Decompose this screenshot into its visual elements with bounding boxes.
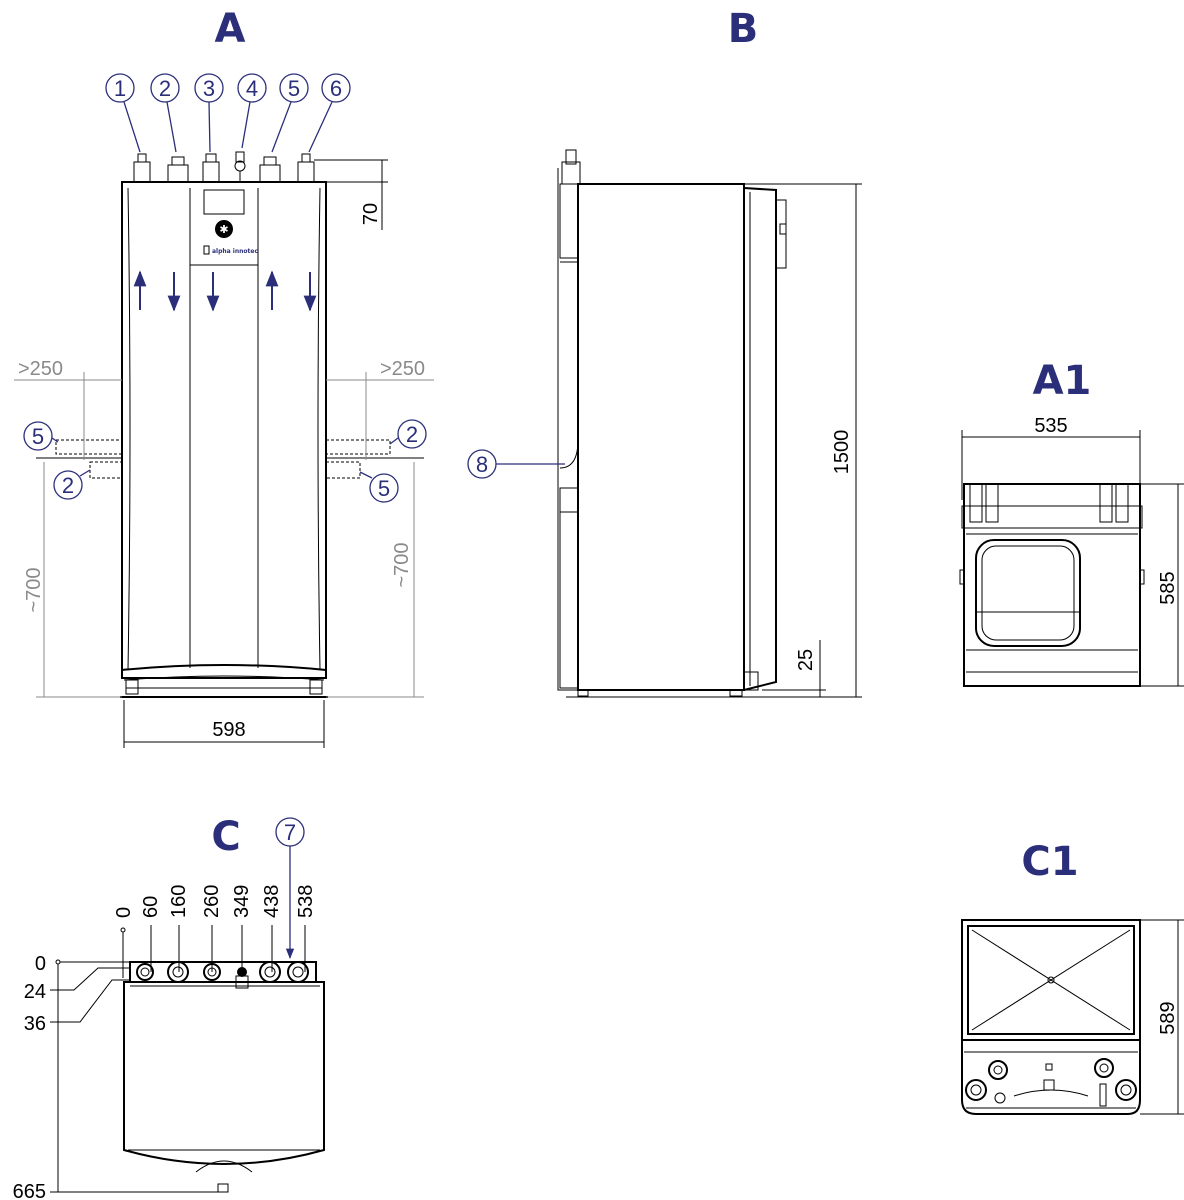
view-c1: C1 589: [961, 839, 1184, 1115]
callout-4-label: 4: [246, 76, 258, 101]
callout-7-label: 7: [284, 820, 296, 845]
flow-arrows: [133, 270, 317, 312]
c-x-160: 160: [168, 885, 190, 918]
pipe-stubs: [133, 151, 315, 183]
callout-7: 7: [275, 817, 305, 960]
view-c-title: C: [211, 814, 240, 860]
c-x-538: 538: [295, 885, 317, 918]
top-offset-dimension: 70: [314, 159, 388, 230]
view-c-top: C 7 0 60 160 260 349 438 538 0 2: [13, 814, 325, 1200]
a1-unit: [959, 483, 1145, 687]
callout-3-label: 3: [203, 76, 215, 101]
feet-dimension: 25: [762, 640, 826, 697]
c-unit: [123, 961, 325, 1193]
star-icon: ✱: [219, 223, 228, 236]
c-x-dimensions: 0 60 160 260 349 438 538: [113, 885, 317, 978]
c-x-60: 60: [140, 896, 162, 918]
clearance-left-label: >250: [18, 358, 63, 380]
clearance-dimensions: >250 >250 ~700 ~700: [14, 358, 434, 698]
c1-unit: [961, 919, 1141, 1115]
front-cabinet: ✱ alpha innotec: [120, 181, 328, 698]
side-callout-5-left: 5: [32, 424, 44, 449]
height-dimension: 1500: [744, 183, 862, 698]
c-x-349: 349: [231, 885, 253, 918]
callout-1: 1: [105, 73, 141, 153]
connection-callouts: 1 2 3 4 5: [105, 73, 351, 153]
view-a-title: A: [215, 6, 246, 52]
side-connections: [36, 439, 424, 479]
callout-8: 8: [467, 449, 565, 479]
view-a1: A1 535 585: [959, 358, 1184, 687]
side-callout-2-right: 2: [406, 422, 418, 447]
side-callout-2-left: 2: [62, 473, 74, 498]
side-cabinet: [557, 149, 790, 698]
callout-6: 6: [308, 73, 351, 153]
c-y-0: 0: [35, 953, 46, 975]
c-x-0: 0: [113, 907, 135, 918]
callout-5-label: 5: [288, 76, 300, 101]
callout-5: 5: [271, 73, 309, 153]
c-x-260: 260: [201, 885, 223, 918]
c1-depth-label: 589: [1157, 1001, 1179, 1034]
clearance-right-label: >250: [380, 358, 425, 380]
callout-6-label: 6: [330, 76, 342, 101]
c-y-dimensions: 0 24 36 665: [13, 953, 220, 1200]
a1-depth-dimension: 585: [1140, 483, 1184, 687]
callout-2: 2: [150, 73, 180, 153]
view-b-side: B 8 1500: [467, 6, 862, 698]
width-dimension: 598: [123, 700, 325, 748]
top-offset-label: 70: [360, 203, 382, 225]
c1-depth-dimension: 589: [1140, 919, 1184, 1115]
callout-1-label: 1: [114, 76, 126, 101]
view-c1-title: C1: [1021, 839, 1078, 885]
callout-3: 3: [194, 73, 224, 153]
a1-depth-label: 585: [1157, 571, 1179, 604]
a1-width-dimension: 535: [961, 415, 1141, 500]
side-height-right-label: ~700: [391, 542, 413, 587]
width-label: 598: [212, 719, 245, 741]
c-y-36: 36: [24, 1013, 46, 1035]
callout-8-label: 8: [476, 452, 488, 477]
view-a1-title: A1: [1033, 358, 1092, 404]
view-a-front: A 1 2 3 4: [14, 6, 434, 748]
callout-4: 4: [237, 73, 267, 149]
a1-width-label: 535: [1034, 415, 1067, 437]
c-x-438: 438: [261, 885, 283, 918]
side-callouts: 5 2 2 5: [23, 419, 427, 503]
c-y-24: 24: [24, 981, 46, 1003]
side-callout-5-right: 5: [378, 476, 390, 501]
brand-logo: alpha innotec: [212, 248, 258, 255]
view-b-title: B: [728, 6, 759, 52]
callout-2-label: 2: [159, 76, 171, 101]
side-height-left-label: ~700: [23, 567, 45, 612]
height-label: 1500: [831, 430, 853, 475]
feet-label: 25: [795, 649, 817, 671]
c-y-665: 665: [13, 1181, 46, 1200]
